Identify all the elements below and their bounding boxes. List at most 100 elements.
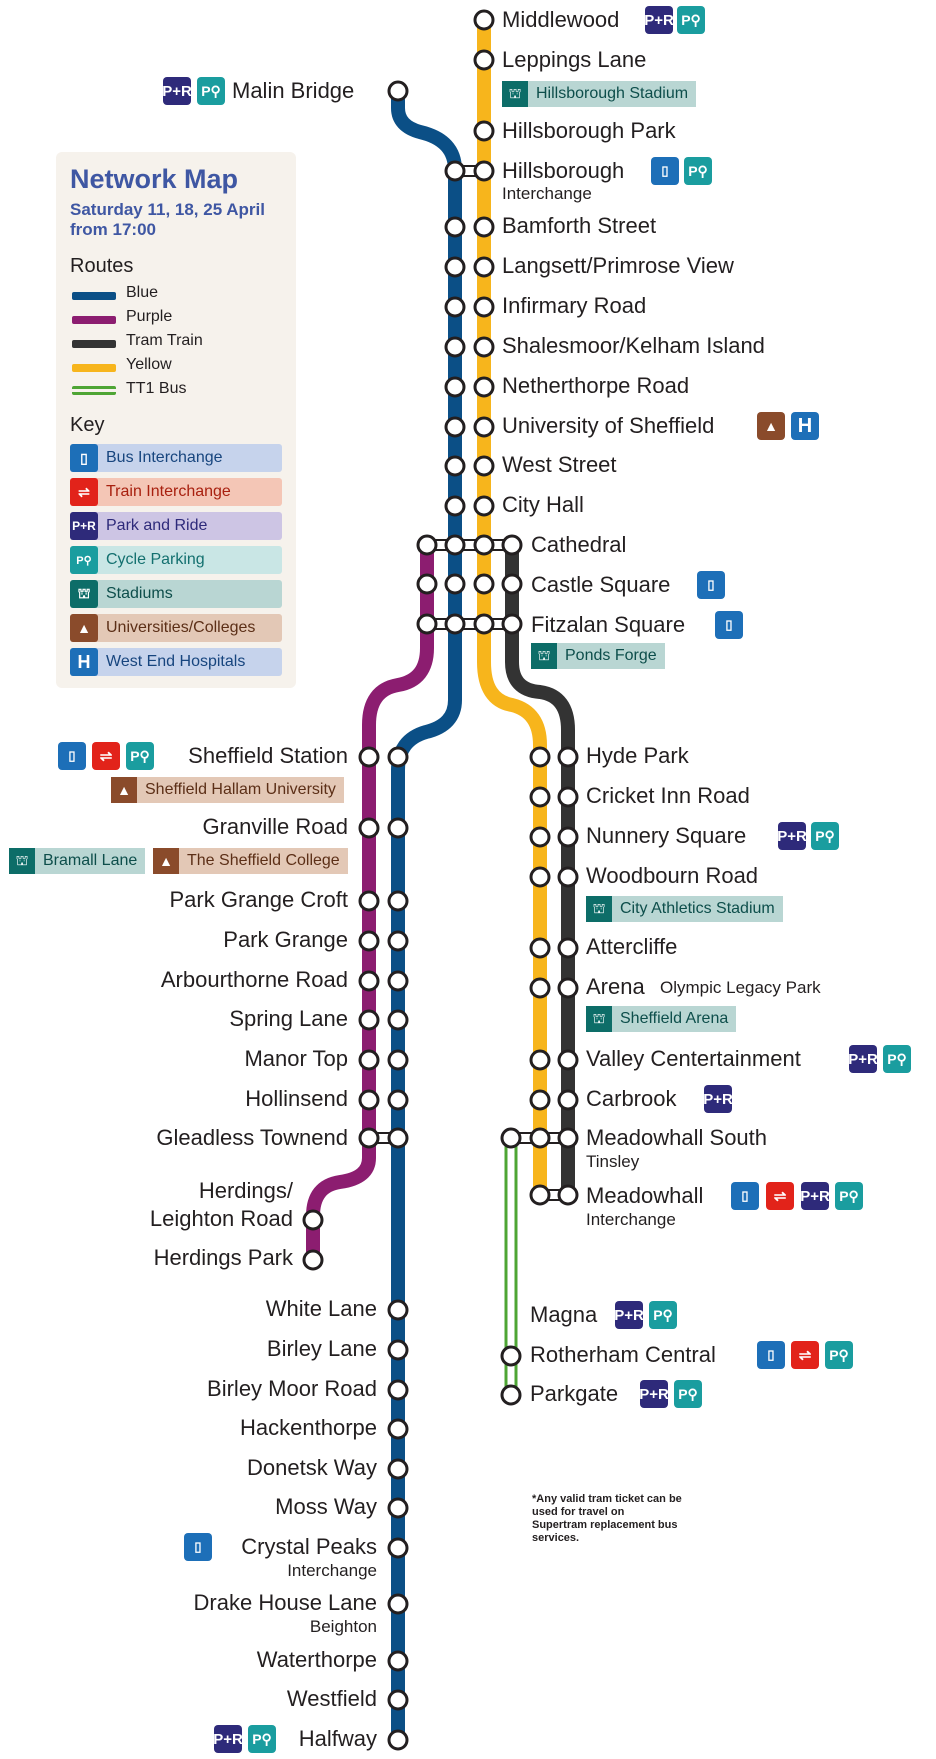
key-universities: ▲ Universities/Colleges xyxy=(70,614,282,642)
university-icon: ▲ xyxy=(70,614,98,642)
station-west-street[interactable]: West Street xyxy=(502,452,617,477)
station-carbrook[interactable]: Carbrook xyxy=(586,1086,677,1111)
station-bamforth-street[interactable]: Bamforth Street xyxy=(502,213,657,238)
station-parkgate[interactable]: Parkgate xyxy=(530,1381,619,1406)
station-meadowhall-south[interactable]: Meadowhall South xyxy=(586,1125,768,1150)
station-arena[interactable]: Arena xyxy=(586,974,645,999)
university-tag: ▲Sheffield Hallam University xyxy=(111,777,344,803)
station-westfield[interactable]: Westfield xyxy=(286,1686,377,1711)
station-dot xyxy=(444,416,466,438)
key-label: Universities/Colleges xyxy=(106,619,256,636)
station-dot xyxy=(557,786,579,808)
station-dot xyxy=(387,1458,409,1480)
station-crystal-peaks[interactable]: Crystal Peaks xyxy=(241,1534,377,1559)
station-birley-lane[interactable]: Birley Lane xyxy=(266,1336,377,1361)
station-dot xyxy=(529,746,551,768)
station-park-grange-croft[interactable]: Park Grange Croft xyxy=(169,887,348,912)
stadium-tag: ⛫Ponds Forge xyxy=(531,643,665,669)
station-shalesmoor[interactable]: Shalesmoor/Kelham Island xyxy=(502,333,765,358)
station-infirmary-road[interactable]: Infirmary Road xyxy=(502,293,647,318)
park-and-ride-icon: P+R xyxy=(162,77,192,105)
station-woodbourn-road[interactable]: Woodbourn Road xyxy=(586,863,759,888)
station-hackenthorpe[interactable]: Hackenthorpe xyxy=(240,1415,377,1440)
station-rotherham-central[interactable]: Rotherham Central xyxy=(530,1342,716,1367)
station-dot xyxy=(557,1049,579,1071)
station-dot xyxy=(416,613,438,635)
station-spring-lane[interactable]: Spring Lane xyxy=(229,1006,348,1031)
station-herdings-line1[interactable]: Herdings/ xyxy=(198,1178,293,1203)
station-white-lane[interactable]: White Lane xyxy=(265,1296,377,1321)
key-train-interchange: ⇌Train Interchange xyxy=(70,478,282,506)
train-icon: ⇌ xyxy=(70,478,98,506)
legend-date-time: from 17:00 xyxy=(70,220,156,239)
station-cathedral[interactable]: Cathedral xyxy=(531,532,627,557)
station-castle-square[interactable]: Castle Square xyxy=(531,572,671,597)
station-herdings-line2[interactable]: Leighton Road xyxy=(149,1206,293,1231)
station-leppings-lane[interactable]: Leppings Lane xyxy=(502,47,647,72)
station-fitzalan-square[interactable]: Fitzalan Square xyxy=(531,612,686,637)
station-middlewood[interactable]: Middlewood xyxy=(502,7,620,32)
station-halfway[interactable]: Halfway xyxy=(298,1726,377,1751)
station-dots xyxy=(302,9,579,1751)
station-nunnery-square[interactable]: Nunnery Square xyxy=(586,823,747,848)
stadium-label: City Athletics Stadium xyxy=(612,896,783,922)
station-attercliffe[interactable]: Attercliffe xyxy=(586,934,678,959)
station-dot xyxy=(501,613,523,635)
station-dot xyxy=(473,376,495,398)
station-park-grange[interactable]: Park Grange xyxy=(223,927,348,952)
station-gleadless-townend[interactable]: Gleadless Townend xyxy=(156,1125,348,1150)
station-hillsborough-park[interactable]: Hillsborough Park xyxy=(502,118,676,143)
station-arena-sub: Olympic Legacy Park xyxy=(660,978,821,997)
station-langsett[interactable]: Langsett/Primrose View xyxy=(502,253,734,278)
station-dot xyxy=(387,1127,409,1149)
bus-icon: ▯ xyxy=(757,1341,785,1369)
station-arbourthorne-road[interactable]: Arbourthorne Road xyxy=(160,967,348,992)
station-donetsk-way[interactable]: Donetsk Way xyxy=(246,1455,377,1480)
station-sheffield-station[interactable]: Sheffield Station xyxy=(188,743,348,768)
station-cricket-inn-road[interactable]: Cricket Inn Road xyxy=(586,783,750,808)
bus-icon: ▯ xyxy=(184,1533,212,1561)
bike-icon: P⚲ xyxy=(684,157,712,185)
stadium-label: Sheffield Arena xyxy=(612,1006,737,1032)
station-dot xyxy=(358,1089,380,1111)
station-dot xyxy=(444,296,466,318)
bus-icon: ▯ xyxy=(70,444,98,472)
station-city-hall[interactable]: City Hall xyxy=(502,492,584,517)
station-university[interactable]: University of Sheffield xyxy=(502,413,715,438)
station-drake-house-lane[interactable]: Drake House Lane xyxy=(193,1590,377,1615)
station-birley-moor-road[interactable]: Birley Moor Road xyxy=(207,1376,377,1401)
stadium-icon: ⛫ xyxy=(586,896,612,922)
station-magna[interactable]: Magna xyxy=(530,1302,598,1327)
station-netherthorpe-road[interactable]: Netherthorpe Road xyxy=(502,373,690,398)
route-swatch-blue xyxy=(72,292,116,300)
train-icon: ⇌ xyxy=(92,742,120,770)
station-dot xyxy=(557,1127,579,1149)
station-hyde-park[interactable]: Hyde Park xyxy=(586,743,689,768)
station-manor-top[interactable]: Manor Top xyxy=(244,1046,348,1071)
station-dot xyxy=(557,1184,579,1206)
station-moss-way[interactable]: Moss Way xyxy=(275,1494,377,1519)
blue-line xyxy=(391,91,462,1740)
station-meadowhall[interactable]: Meadowhall xyxy=(586,1183,704,1208)
key-label: West End Hospitals xyxy=(106,653,246,670)
station-hollinsend[interactable]: Hollinsend xyxy=(245,1086,348,1111)
station-dot xyxy=(358,817,380,839)
station-dot xyxy=(444,336,466,358)
station-waterthorpe[interactable]: Waterthorpe xyxy=(256,1647,377,1672)
station-herdings-park[interactable]: Herdings Park xyxy=(153,1245,293,1270)
station-hillsborough[interactable]: Hillsborough xyxy=(502,158,625,183)
legend-title: Network Map xyxy=(70,164,239,194)
key-label: Cycle Parking xyxy=(106,551,205,568)
bike-icon: P⚲ xyxy=(674,1380,702,1408)
station-dot xyxy=(444,495,466,517)
bike-icon: P⚲ xyxy=(883,1045,911,1073)
bus-icon: ▯ xyxy=(651,157,679,185)
station-valley-centertainment[interactable]: Valley Centertainment xyxy=(586,1046,801,1071)
station-granville-road[interactable]: Granville Road xyxy=(202,814,348,839)
park-and-ride-icon: P+R xyxy=(639,1380,669,1408)
station-malin-bridge[interactable]: Malin Bridge xyxy=(232,78,355,103)
station-dot xyxy=(387,930,409,952)
route-label-purple: Purple xyxy=(126,308,173,325)
station-dot xyxy=(387,1009,409,1031)
bus-icon: ▯ xyxy=(58,742,86,770)
